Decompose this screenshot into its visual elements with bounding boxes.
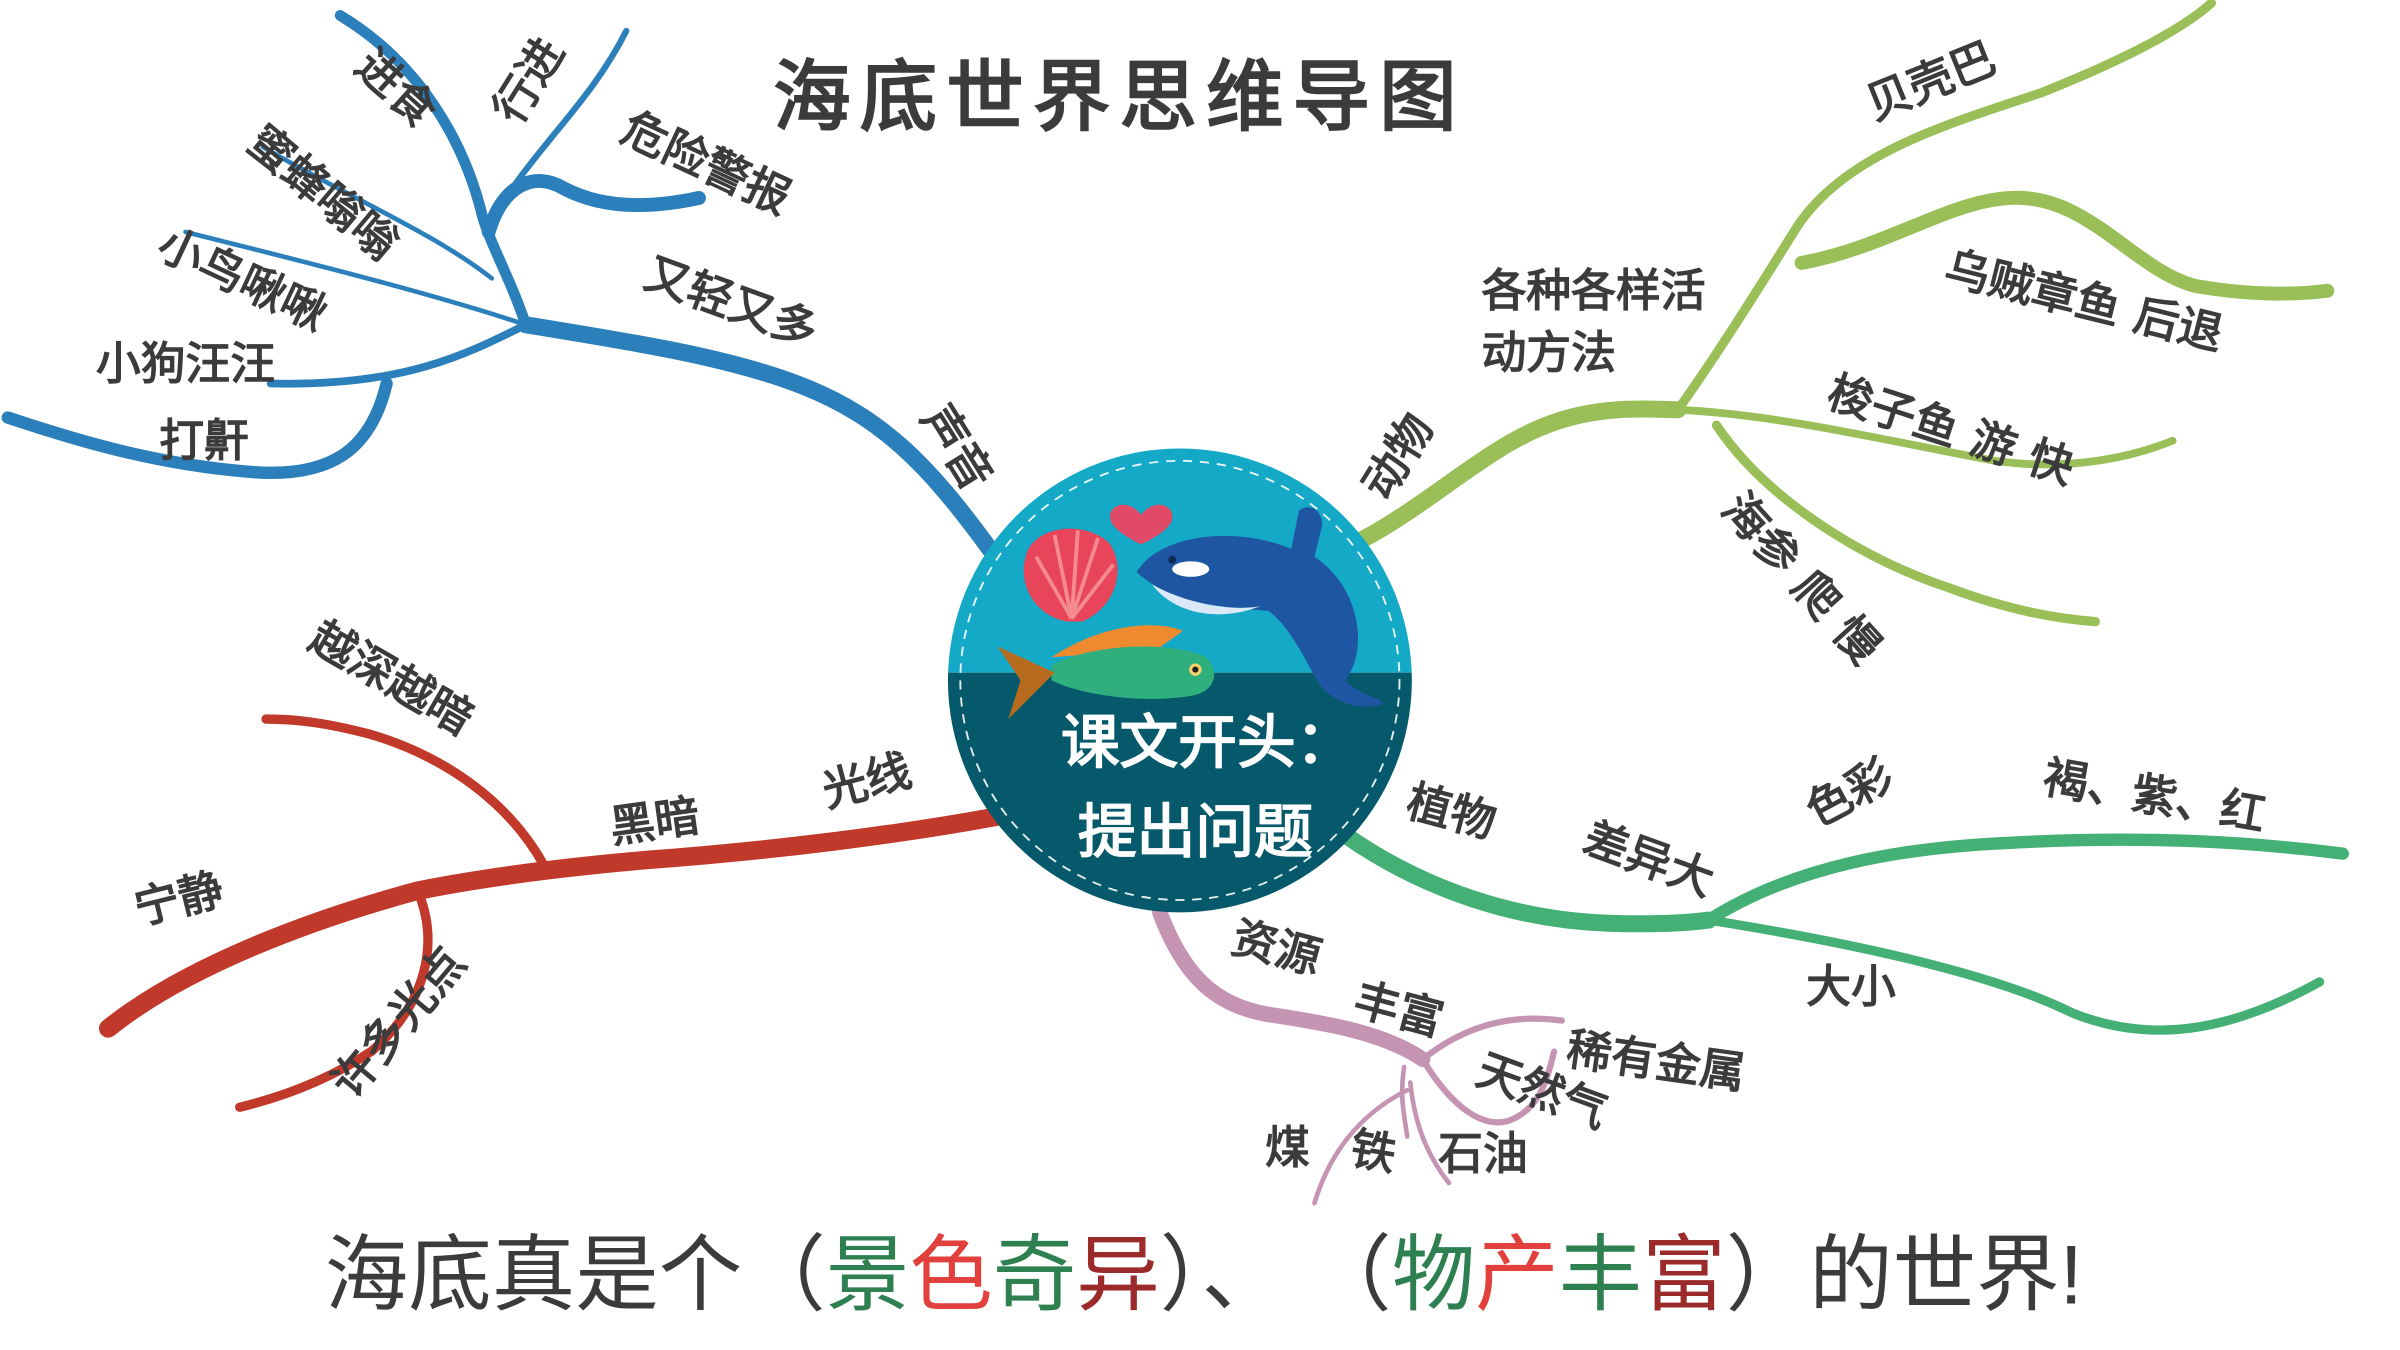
animal-item-squid: 乌贼章鱼 后退 — [1940, 241, 2229, 361]
fish-icon — [997, 625, 1215, 720]
plant-label: 植物 — [1401, 774, 1501, 848]
sound-main-line — [517, 316, 999, 558]
plant-main-line — [1336, 826, 1718, 933]
center-title-line2: 提出问题 — [1078, 797, 1313, 866]
sound-bee-line — [260, 144, 495, 281]
plant-color-line — [1702, 833, 2349, 927]
plant-sub-label: 差异大 — [1577, 811, 1722, 907]
sound-snore-line — [1, 377, 393, 479]
center-title-line1: 课文开头： — [1061, 707, 1355, 776]
branch-sound — [1, 10, 999, 558]
answer-1-char-1: 景 — [826, 1228, 910, 1322]
animal-item-fish: 梭子鱼 游 快 — [1821, 365, 2081, 495]
resource-item-oil: 石油 — [1437, 1127, 1528, 1180]
animal-main-line — [1344, 400, 1687, 553]
branch-light — [98, 714, 1007, 1112]
sound-item-snore: 打鼾 — [159, 414, 249, 467]
sound-item-bee: 蜜蜂嗡嗡 — [237, 115, 409, 271]
plant-item-size: 大小 — [1806, 960, 1896, 1013]
light-label: 光线 — [816, 743, 916, 817]
resource-gas-line — [1419, 1048, 1558, 1126]
light-deep-line — [261, 714, 549, 871]
whale-icon — [1136, 507, 1385, 707]
animal-sub-label-1: 各种各样活 — [1481, 264, 1705, 317]
summary-prefix: 海底真是个（ — [325, 1228, 826, 1322]
summary-sentence: 海底真是个（景色奇异）、 （物产丰富）的世界! — [325, 1228, 2083, 1322]
sound-item-bird: 小鸟啾啾 — [150, 217, 335, 341]
animal-fish-line — [1673, 405, 2177, 469]
branch-animal — [1344, 0, 2335, 627]
light-sub-label: 黑暗 — [607, 789, 703, 854]
plant-item-colors: 褐、紫、红 — [2039, 750, 2269, 841]
sound-label: 声音 — [911, 395, 1003, 499]
resource-coal-line — [1312, 1087, 1410, 1206]
light-item-spots: 许多光点 — [320, 937, 476, 1108]
resource-metal-line — [1419, 1015, 1565, 1063]
resource-main-line — [1152, 904, 1431, 1068]
light-item-quiet: 宁静 — [129, 862, 229, 935]
resource-item-coal: 煤 — [1265, 1121, 1310, 1174]
sound-item-dog: 小狗汪汪 — [96, 337, 275, 390]
animal-squid-line — [1794, 190, 2335, 301]
page-title: 海底世界思维导图 — [773, 52, 1466, 143]
answer-1-char-2: 色 — [909, 1228, 992, 1322]
resource-iron-line — [1399, 1064, 1410, 1139]
sound-bird-line — [183, 229, 529, 328]
resource-item-iron: 铁 — [1347, 1122, 1401, 1182]
summary-mid: ）、 （ — [1160, 1228, 1392, 1322]
heart-icon — [1110, 504, 1173, 545]
answer-1-char-4: 异 — [1076, 1228, 1160, 1322]
sound-item-march: 行进 — [482, 28, 575, 132]
answer-2-char-2: 产 — [1475, 1228, 1559, 1322]
answer-2-char-4: 富 — [1642, 1228, 1726, 1322]
resource-oil-line — [1407, 1080, 1452, 1186]
answer-2-char-1: 物 — [1392, 1228, 1475, 1322]
animal-trunk-line — [1673, 0, 2216, 415]
plant-item-color: 色彩 — [1797, 748, 1901, 837]
answer-2-char-3: 丰 — [1559, 1228, 1642, 1322]
branch-plant — [1336, 826, 2349, 1035]
light-main-line — [98, 807, 1007, 1038]
answer-1-char-3: 奇 — [993, 1228, 1076, 1322]
sound-dog-line — [266, 320, 530, 388]
resource-label: 资源 — [1227, 910, 1327, 984]
sound-trunk-line — [334, 10, 532, 331]
sound-item-eat: 进食 — [345, 38, 448, 138]
center-node[interactable]: 课文开头： 提出问题 — [928, 433, 1438, 936]
sound-danger-line — [481, 174, 706, 239]
summary-suffix: ）的世界! — [1726, 1228, 2083, 1322]
branch-resource — [1152, 904, 1565, 1206]
light-spots-line — [235, 886, 433, 1112]
shell-icon — [1023, 528, 1118, 622]
animal-cucumber-line — [1711, 420, 2100, 627]
animal-sub-label-2: 动方法 — [1481, 326, 1616, 379]
plant-size-line — [1704, 915, 2325, 1035]
